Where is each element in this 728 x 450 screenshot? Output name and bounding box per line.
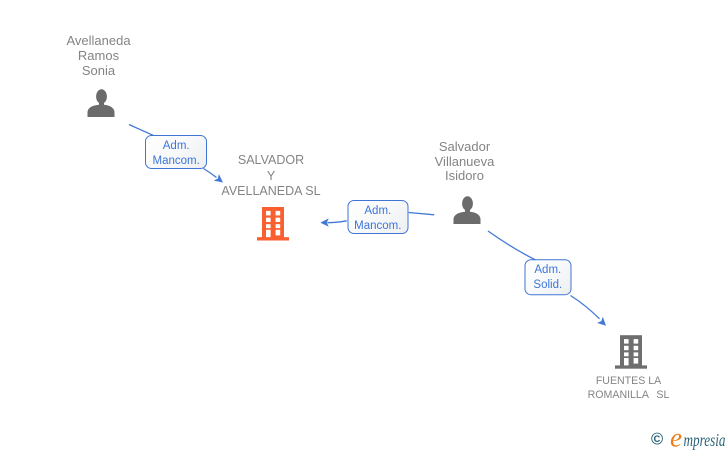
svg-text:mpresia: mpresia	[684, 431, 726, 450]
svg-text:e: e	[670, 422, 682, 450]
svg-text:©: ©	[651, 431, 663, 449]
